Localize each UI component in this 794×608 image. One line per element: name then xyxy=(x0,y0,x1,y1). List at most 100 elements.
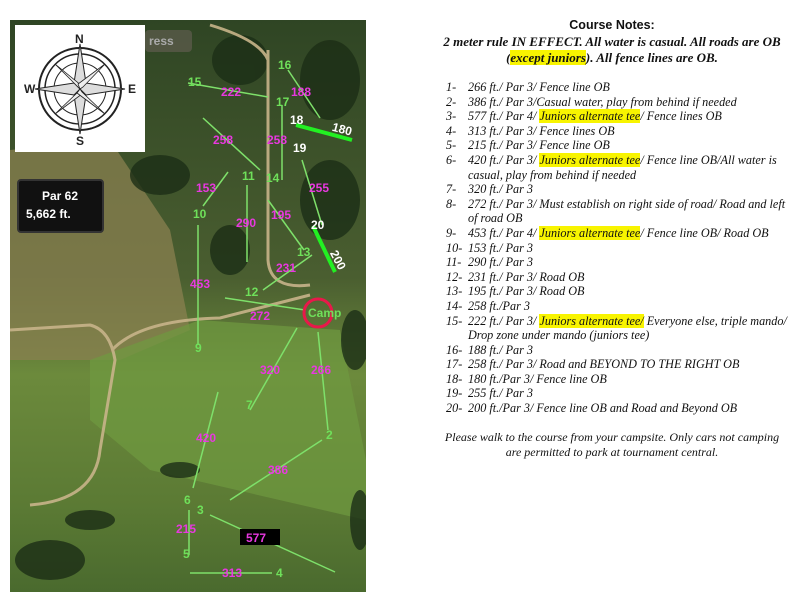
hole-note-item: 15-222 ft./ Par 3/ Juniors alternate tee… xyxy=(446,313,792,343)
svg-text:10: 10 xyxy=(193,207,207,221)
hole-number: 11- xyxy=(446,255,462,270)
hole-note-item: 9- 453 ft./ Par 4/ Juniors alternate tee/… xyxy=(446,225,792,241)
svg-text:S: S xyxy=(76,134,84,148)
hole-note-text-rest: Everyone else, triple mando/ Drop zone u… xyxy=(468,313,787,343)
svg-text:E: E xyxy=(128,82,136,96)
svg-text:18: 18 xyxy=(290,113,304,127)
hole-note-text: 200 ft./Par 3/ Fence line OB and Road an… xyxy=(468,401,738,416)
compass-rose-icon: N S W E xyxy=(15,25,145,152)
hole-note-text: 258 ft./ Par 3/ Road and BEYOND TO THE R… xyxy=(468,357,740,372)
svg-text:272: 272 xyxy=(250,309,270,323)
hole-note-text-rest: / Fence lines OB xyxy=(640,109,722,124)
hole-note-highlight: Juniors alternate tee xyxy=(539,152,641,167)
hole-note-item: 8-272 ft./ Par 3/ Must establish on righ… xyxy=(446,197,792,226)
hole-number: 7- xyxy=(446,182,457,197)
hole-note-item: 5- 215 ft./ Par 3/ Fence line OB xyxy=(446,138,792,153)
hole-3-distance-box xyxy=(240,529,280,545)
hole-number: 20- xyxy=(446,401,463,416)
course-map: Camp 15 16 17 18 19 11 14 10 20 13 12 9 … xyxy=(10,20,366,592)
hole-note-item: 3-577 ft./ Par 4/ Juniors alternate tee/… xyxy=(446,109,792,124)
svg-text:5,662 ft.: 5,662 ft. xyxy=(26,207,71,221)
svg-text:266: 266 xyxy=(311,363,331,377)
hole-note-item: 18-180 ft./Par 3/ Fence line OB xyxy=(446,372,792,387)
search-bar-text: ress xyxy=(149,34,174,48)
hole-note-highlight: Juniors alternate tee xyxy=(539,225,641,240)
svg-text:9: 9 xyxy=(195,341,202,355)
hole-note-text: 231 ft./ Par 3/ Road OB xyxy=(468,269,585,284)
svg-text:386: 386 xyxy=(268,463,288,477)
svg-text:3: 3 xyxy=(197,503,204,517)
distance-labels: 222 188 180 258 258 153 255 290 195 200 … xyxy=(176,85,354,580)
hole-number: 13- xyxy=(446,284,463,299)
svg-text:N: N xyxy=(75,32,84,46)
svg-text:255: 255 xyxy=(309,181,329,195)
hole-note-item: 16-188 ft./ Par 3 xyxy=(446,343,792,358)
hole-note-highlight: Juniors alternate tee/ xyxy=(539,313,644,328)
hole-number: 2- xyxy=(446,94,457,109)
hole-number: 1- xyxy=(446,80,457,94)
hole-note-item: 13- 195 ft./ Par 3/ Road OB xyxy=(446,284,792,299)
svg-text:313: 313 xyxy=(222,566,242,580)
hole-note-text: 153 ft./ Par 3 xyxy=(468,240,534,255)
hole-note-text: 272 ft./ Par 3/ Must establish on right … xyxy=(468,196,786,226)
hole-note-item: 12-231 ft./ Par 3/ Road OB xyxy=(446,270,792,285)
hole-number: 17- xyxy=(446,357,463,372)
hole-note-item: 1-266 ft./ Par 3/ Fence line OB xyxy=(446,80,792,95)
hole-note-text-rest: / Fence line OB/ Road OB xyxy=(640,225,769,240)
svg-text:153: 153 xyxy=(196,181,216,195)
hole-number: 6- xyxy=(446,152,457,167)
hole-number: 16- xyxy=(446,342,463,357)
hole-number: 3- xyxy=(446,109,457,124)
hole-note-text: 195 ft./ Par 3/ Road OB xyxy=(468,284,585,299)
hole-note-item: 2- 386 ft./ Par 3/Casual water, play from… xyxy=(446,95,792,110)
hole-number: 4- xyxy=(446,123,457,138)
svg-text:20: 20 xyxy=(311,218,325,232)
svg-text:14: 14 xyxy=(266,171,280,185)
hole-note-item: 11- 290 ft./ Par 3 xyxy=(446,255,792,270)
hole-note-text: 453 ft./ Par 4/ xyxy=(468,225,540,240)
svg-text:420: 420 xyxy=(196,431,216,445)
camp-marker xyxy=(302,297,334,329)
hole-note-text: 255 ft./ Par 3 xyxy=(468,386,534,401)
svg-text:15: 15 xyxy=(188,75,202,89)
hole-note-item: 4- 313 ft./ Par 3/ Fence lines OB xyxy=(446,124,792,139)
svg-text:320: 320 xyxy=(260,363,280,377)
svg-text:6: 6 xyxy=(184,493,191,507)
hole-number: 18- xyxy=(446,371,463,386)
notes-title: Course Notes: xyxy=(569,18,655,32)
hole-note-text: 290 ft./ Par 3 xyxy=(468,255,534,270)
hole-note-item: 20- 200 ft./Par 3/ Fence line OB and Road… xyxy=(446,401,792,416)
hole-note-text: 215 ft./ Par 3/ Fence line OB xyxy=(468,138,610,153)
hole-note-text: 313 ft./ Par 3/ Fence lines OB xyxy=(468,123,615,138)
meadow xyxy=(90,320,366,520)
hole-number-labels: 15 16 17 18 19 11 14 10 20 13 12 9 7 2 6… xyxy=(183,58,333,580)
hole-note-item: 7-320 ft./ Par 3 xyxy=(446,182,792,197)
svg-text:188: 188 xyxy=(291,85,311,99)
rules-text-start: 2 meter rule IN EFFECT. All water is cas… xyxy=(443,34,781,65)
hole-number: 9- xyxy=(446,225,457,240)
hole-3-distance: 577 xyxy=(246,531,266,545)
hole-note-text-rest: / Fence line OB/All water is casual, pla… xyxy=(468,152,777,182)
hole-note-item: 6-420 ft./ Par 3/ Juniors alternate tee/… xyxy=(446,152,792,182)
svg-text:290: 290 xyxy=(236,216,256,230)
svg-text:222: 222 xyxy=(221,85,241,99)
hole-note-text: 386 ft./ Par 3/Casual water, play from b… xyxy=(468,94,737,109)
hole-number: 14- xyxy=(446,298,463,313)
svg-text:180: 180 xyxy=(331,120,354,139)
camp-label: Camp xyxy=(308,306,341,320)
svg-text:12: 12 xyxy=(245,285,259,299)
svg-text:258: 258 xyxy=(213,133,233,147)
svg-text:16: 16 xyxy=(278,58,292,72)
hole-number: 10- xyxy=(446,240,463,255)
hole-note-text: 577 ft./ Par 4/ xyxy=(468,109,540,124)
hole-note-item: 14-258 ft./Par 3 xyxy=(446,299,792,314)
hole-note-item: 10- 153 ft./ Par 3 xyxy=(446,241,792,256)
hole-number: 5- xyxy=(446,138,457,153)
svg-text:258: 258 xyxy=(267,133,287,147)
hole-note-item: 17- 258 ft./ Par 3/ Road and BEYOND TO TH… xyxy=(446,357,792,372)
svg-text:11: 11 xyxy=(242,169,255,183)
hole-note-item: 19-255 ft./ Par 3 xyxy=(446,386,792,401)
svg-text:4: 4 xyxy=(276,566,283,580)
par-summary-box: Par 62 5,662 ft. xyxy=(17,179,104,233)
